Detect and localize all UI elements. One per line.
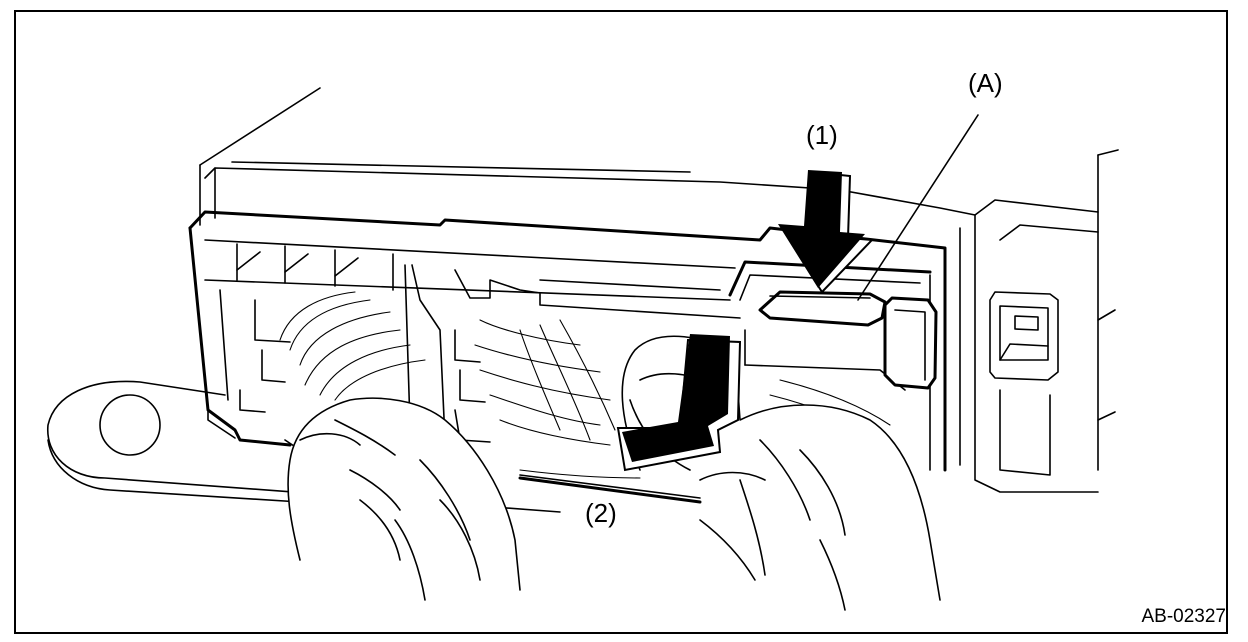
lock-lever [758, 290, 938, 390]
leader-line-a [857, 114, 979, 301]
callout-label-step-2: (2) [585, 498, 617, 528]
wire-harness [279, 291, 891, 479]
bolt-hole [99, 394, 161, 456]
figure-id: AB-02327 [1141, 606, 1226, 627]
hand-left [287, 397, 521, 601]
control-module-housing [199, 87, 1119, 493]
figure-frame [14, 10, 1228, 634]
callout-label-step-1: (1) [806, 120, 838, 150]
mounting-bracket [47, 380, 561, 513]
arrow-pull-out [616, 334, 742, 472]
arrow-push-down [778, 170, 875, 294]
callout-label-a: (A) [968, 68, 1003, 98]
